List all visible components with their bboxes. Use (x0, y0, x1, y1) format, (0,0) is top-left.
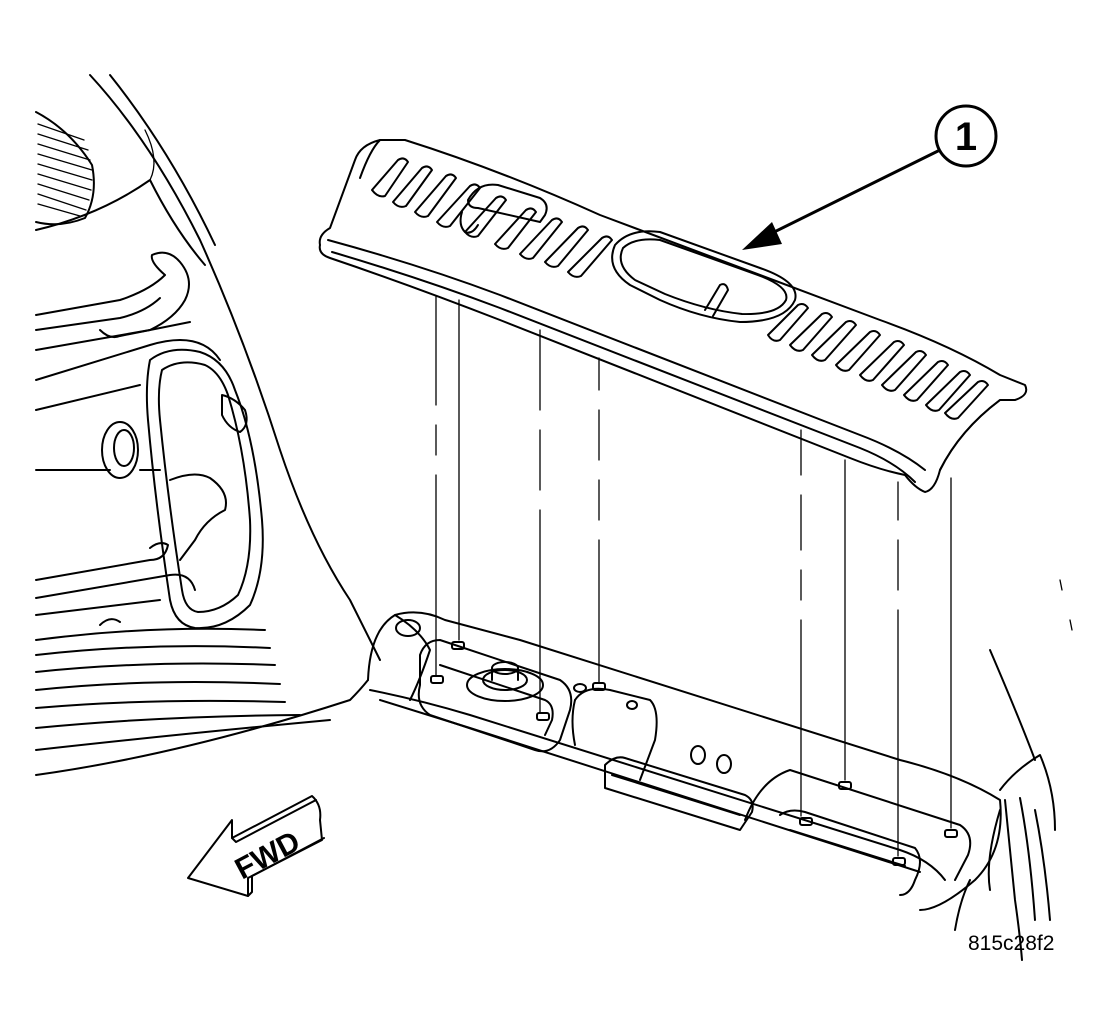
callout-number: 1 (955, 115, 977, 159)
left-side-wall (35, 74, 381, 776)
vent-slots-right (767, 303, 989, 420)
speaker-grille (35, 111, 95, 226)
right-side-body (954, 579, 1073, 961)
figure-code: 815c28f2 (968, 932, 1054, 955)
alignment-lines (435, 295, 952, 857)
callout-1: 1 (742, 104, 998, 250)
stud-fastener (466, 661, 544, 702)
rear-sill-panel (367, 611, 1002, 911)
fwd-direction-arrow: FWD (187, 795, 325, 897)
scuff-plate (318, 139, 1028, 493)
